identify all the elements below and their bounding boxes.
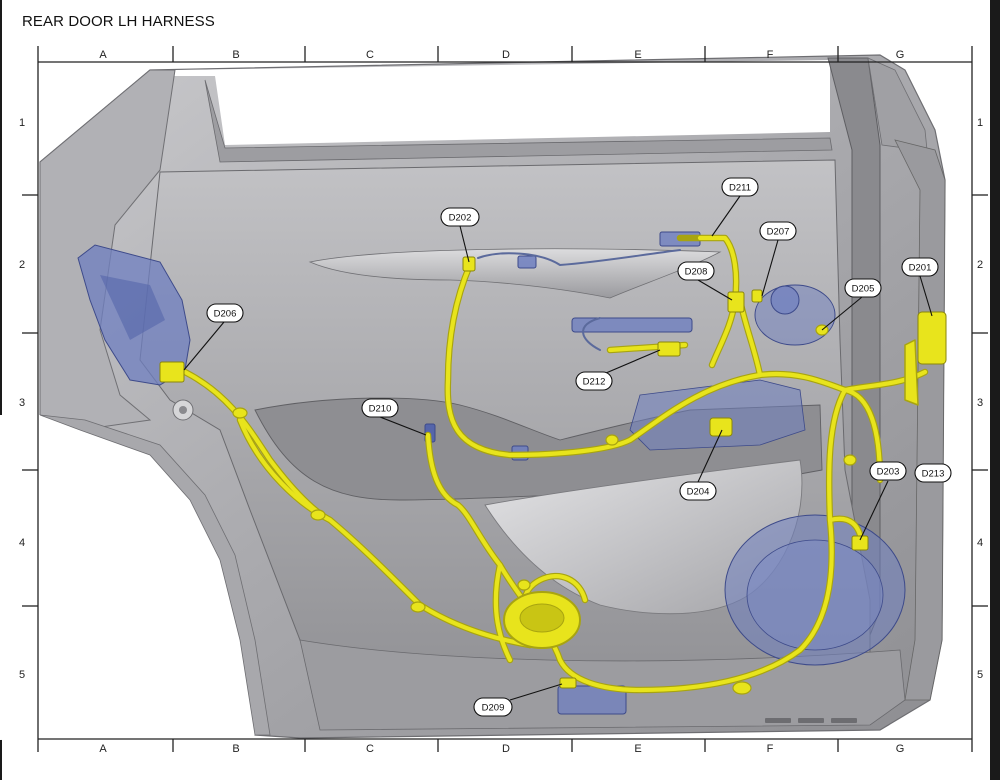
connector-label: D210 xyxy=(369,404,392,415)
grid-frame xyxy=(22,46,988,752)
rear-grommet xyxy=(904,339,919,406)
callout-D206: D206 xyxy=(206,303,244,323)
upper-trim-bar xyxy=(308,248,722,299)
inner-handle-module xyxy=(629,379,806,451)
wiring-harness xyxy=(159,234,947,695)
row-label-left: 1 xyxy=(19,117,25,129)
col-label-bottom: D xyxy=(502,743,510,755)
col-label-bottom: C xyxy=(366,743,374,755)
connector-callouts: D201 D202 D203 D204 D205 D206 D207 D208 xyxy=(183,177,952,717)
callout-D203: D203 xyxy=(869,461,907,481)
bottom-vents xyxy=(765,718,857,723)
connector-label: D211 xyxy=(729,183,751,194)
callout-leaders xyxy=(183,195,933,701)
callout-D210: D210 xyxy=(361,398,399,418)
connector-label: D202 xyxy=(449,213,472,224)
callout-D209: D209 xyxy=(473,697,513,717)
connector-label: D205 xyxy=(852,284,875,295)
connector-label: D213 xyxy=(922,469,945,480)
col-label-top: E xyxy=(634,49,641,61)
row-label-right: 5 xyxy=(977,669,983,681)
connector-label: D204 xyxy=(687,487,710,498)
col-label-top: A xyxy=(99,49,107,61)
callout-D207: D207 xyxy=(759,221,797,241)
col-label-bottom: G xyxy=(896,743,905,755)
callout-D208: D208 xyxy=(677,261,715,281)
window-switch xyxy=(571,317,693,333)
door-speaker xyxy=(724,514,906,666)
wheel-arch xyxy=(0,415,255,740)
callout-D213: D213 xyxy=(914,463,952,483)
connector-label: D203 xyxy=(877,467,900,478)
row-label-left: 3 xyxy=(19,397,25,409)
diagram-title: REAR DOOR LH HARNESS xyxy=(22,13,215,30)
connector-label: D206 xyxy=(214,309,237,320)
callout-D212: D212 xyxy=(575,371,613,391)
connector-label: D207 xyxy=(767,227,790,238)
row-label-right: 2 xyxy=(977,259,983,271)
connector-label: D208 xyxy=(685,267,708,278)
col-label-bottom: E xyxy=(634,743,641,755)
col-label-top: D xyxy=(502,49,510,61)
callout-D202: D202 xyxy=(440,207,480,227)
row-label-left: 4 xyxy=(19,537,25,549)
col-label-top: G xyxy=(896,49,905,61)
callout-D201: D201 xyxy=(901,257,939,277)
col-label-bottom: B xyxy=(232,743,239,755)
row-label-left: 5 xyxy=(19,669,25,681)
callout-D211: D211 xyxy=(721,177,759,197)
connector-label: D201 xyxy=(909,263,932,274)
connector-label: D209 xyxy=(482,703,505,714)
col-label-top: F xyxy=(767,49,774,61)
frame-edge-left xyxy=(0,0,2,780)
connector-label: D212 xyxy=(583,377,606,388)
row-label-right: 4 xyxy=(977,537,983,549)
components xyxy=(77,231,906,715)
callout-D205: D205 xyxy=(844,278,882,298)
row-label-left: 2 xyxy=(19,259,25,271)
frame-edge-right xyxy=(990,0,1000,780)
col-label-bottom: A xyxy=(99,743,107,755)
window-opening xyxy=(158,60,830,145)
row-label-right: 3 xyxy=(977,397,983,409)
grid-labels: A B C D E F G A B C D E F G 1 2 3 4 5 1 … xyxy=(19,49,983,755)
window-frame-inner xyxy=(204,79,833,163)
col-label-top: C xyxy=(366,49,374,61)
col-label-bottom: F xyxy=(767,743,774,755)
row-label-right: 1 xyxy=(977,117,983,129)
callout-D204: D204 xyxy=(679,481,717,501)
col-label-top: B xyxy=(232,49,239,61)
